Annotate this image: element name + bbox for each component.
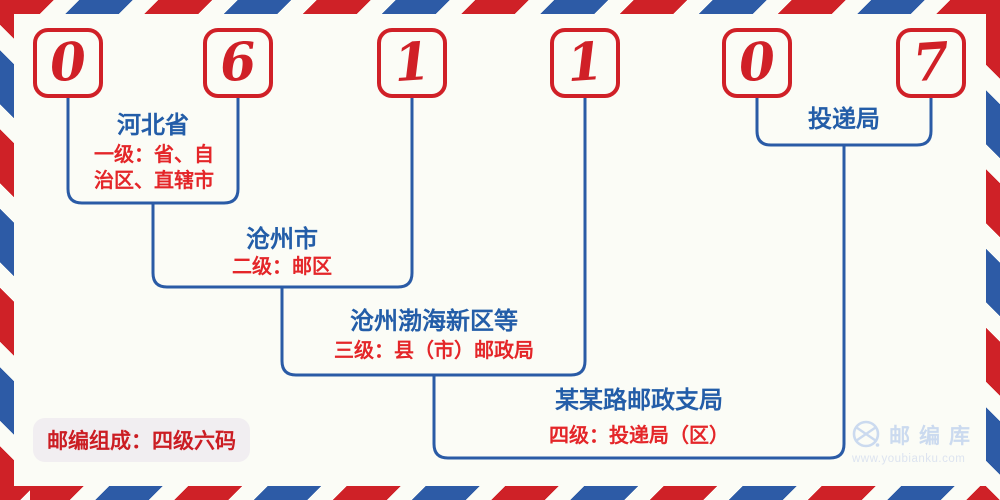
site-url: www.youbianku.com	[852, 453, 966, 465]
site-name: 邮编库	[889, 425, 979, 448]
level-2-region: 沧州市	[246, 224, 318, 253]
digit-box-4: 1	[550, 28, 620, 98]
composition-badge-label: 邮编组成：四级六码	[47, 428, 236, 453]
composition-badge: 邮编组成：四级六码	[33, 418, 250, 462]
level-1-description: 一级：省、自治区、直辖市	[94, 144, 214, 192]
digit-1: 0	[47, 30, 89, 95]
digit-6: 7	[910, 30, 952, 95]
airmail-border-right	[986, 0, 1000, 500]
level-1-region: 河北省	[117, 110, 189, 139]
airmail-border-left	[0, 0, 14, 500]
digit-box-2: 6	[203, 28, 273, 98]
digit-2: 6	[217, 30, 259, 95]
envelope-circle-icon	[852, 420, 880, 448]
airmail-border-top	[0, 0, 1000, 14]
level-4-region: 某某路邮政支局	[555, 385, 723, 414]
digit-box-6: 7	[896, 28, 966, 98]
digit-3: 1	[391, 30, 433, 95]
bracket-level-4	[432, 145, 846, 460]
digit-4: 1	[564, 30, 606, 95]
level-4-description: 四级：投递局（区）	[549, 425, 729, 447]
site-watermark: 邮编库 www.youbianku.com	[852, 420, 992, 465]
digit-box-1: 0	[33, 28, 103, 98]
digit-box-3: 1	[377, 28, 447, 98]
level-3-description: 三级：县（市）邮政局	[334, 340, 534, 362]
digit-5: 0	[736, 30, 778, 95]
bracket-delivery-office	[755, 97, 933, 147]
level-2-description: 二级：邮区	[232, 256, 332, 278]
delivery-office-label: 投递局	[808, 104, 880, 133]
digit-box-5: 0	[722, 28, 792, 98]
level-3-region: 沧州渤海新区等	[350, 306, 518, 335]
airmail-border-bottom	[0, 486, 1000, 500]
